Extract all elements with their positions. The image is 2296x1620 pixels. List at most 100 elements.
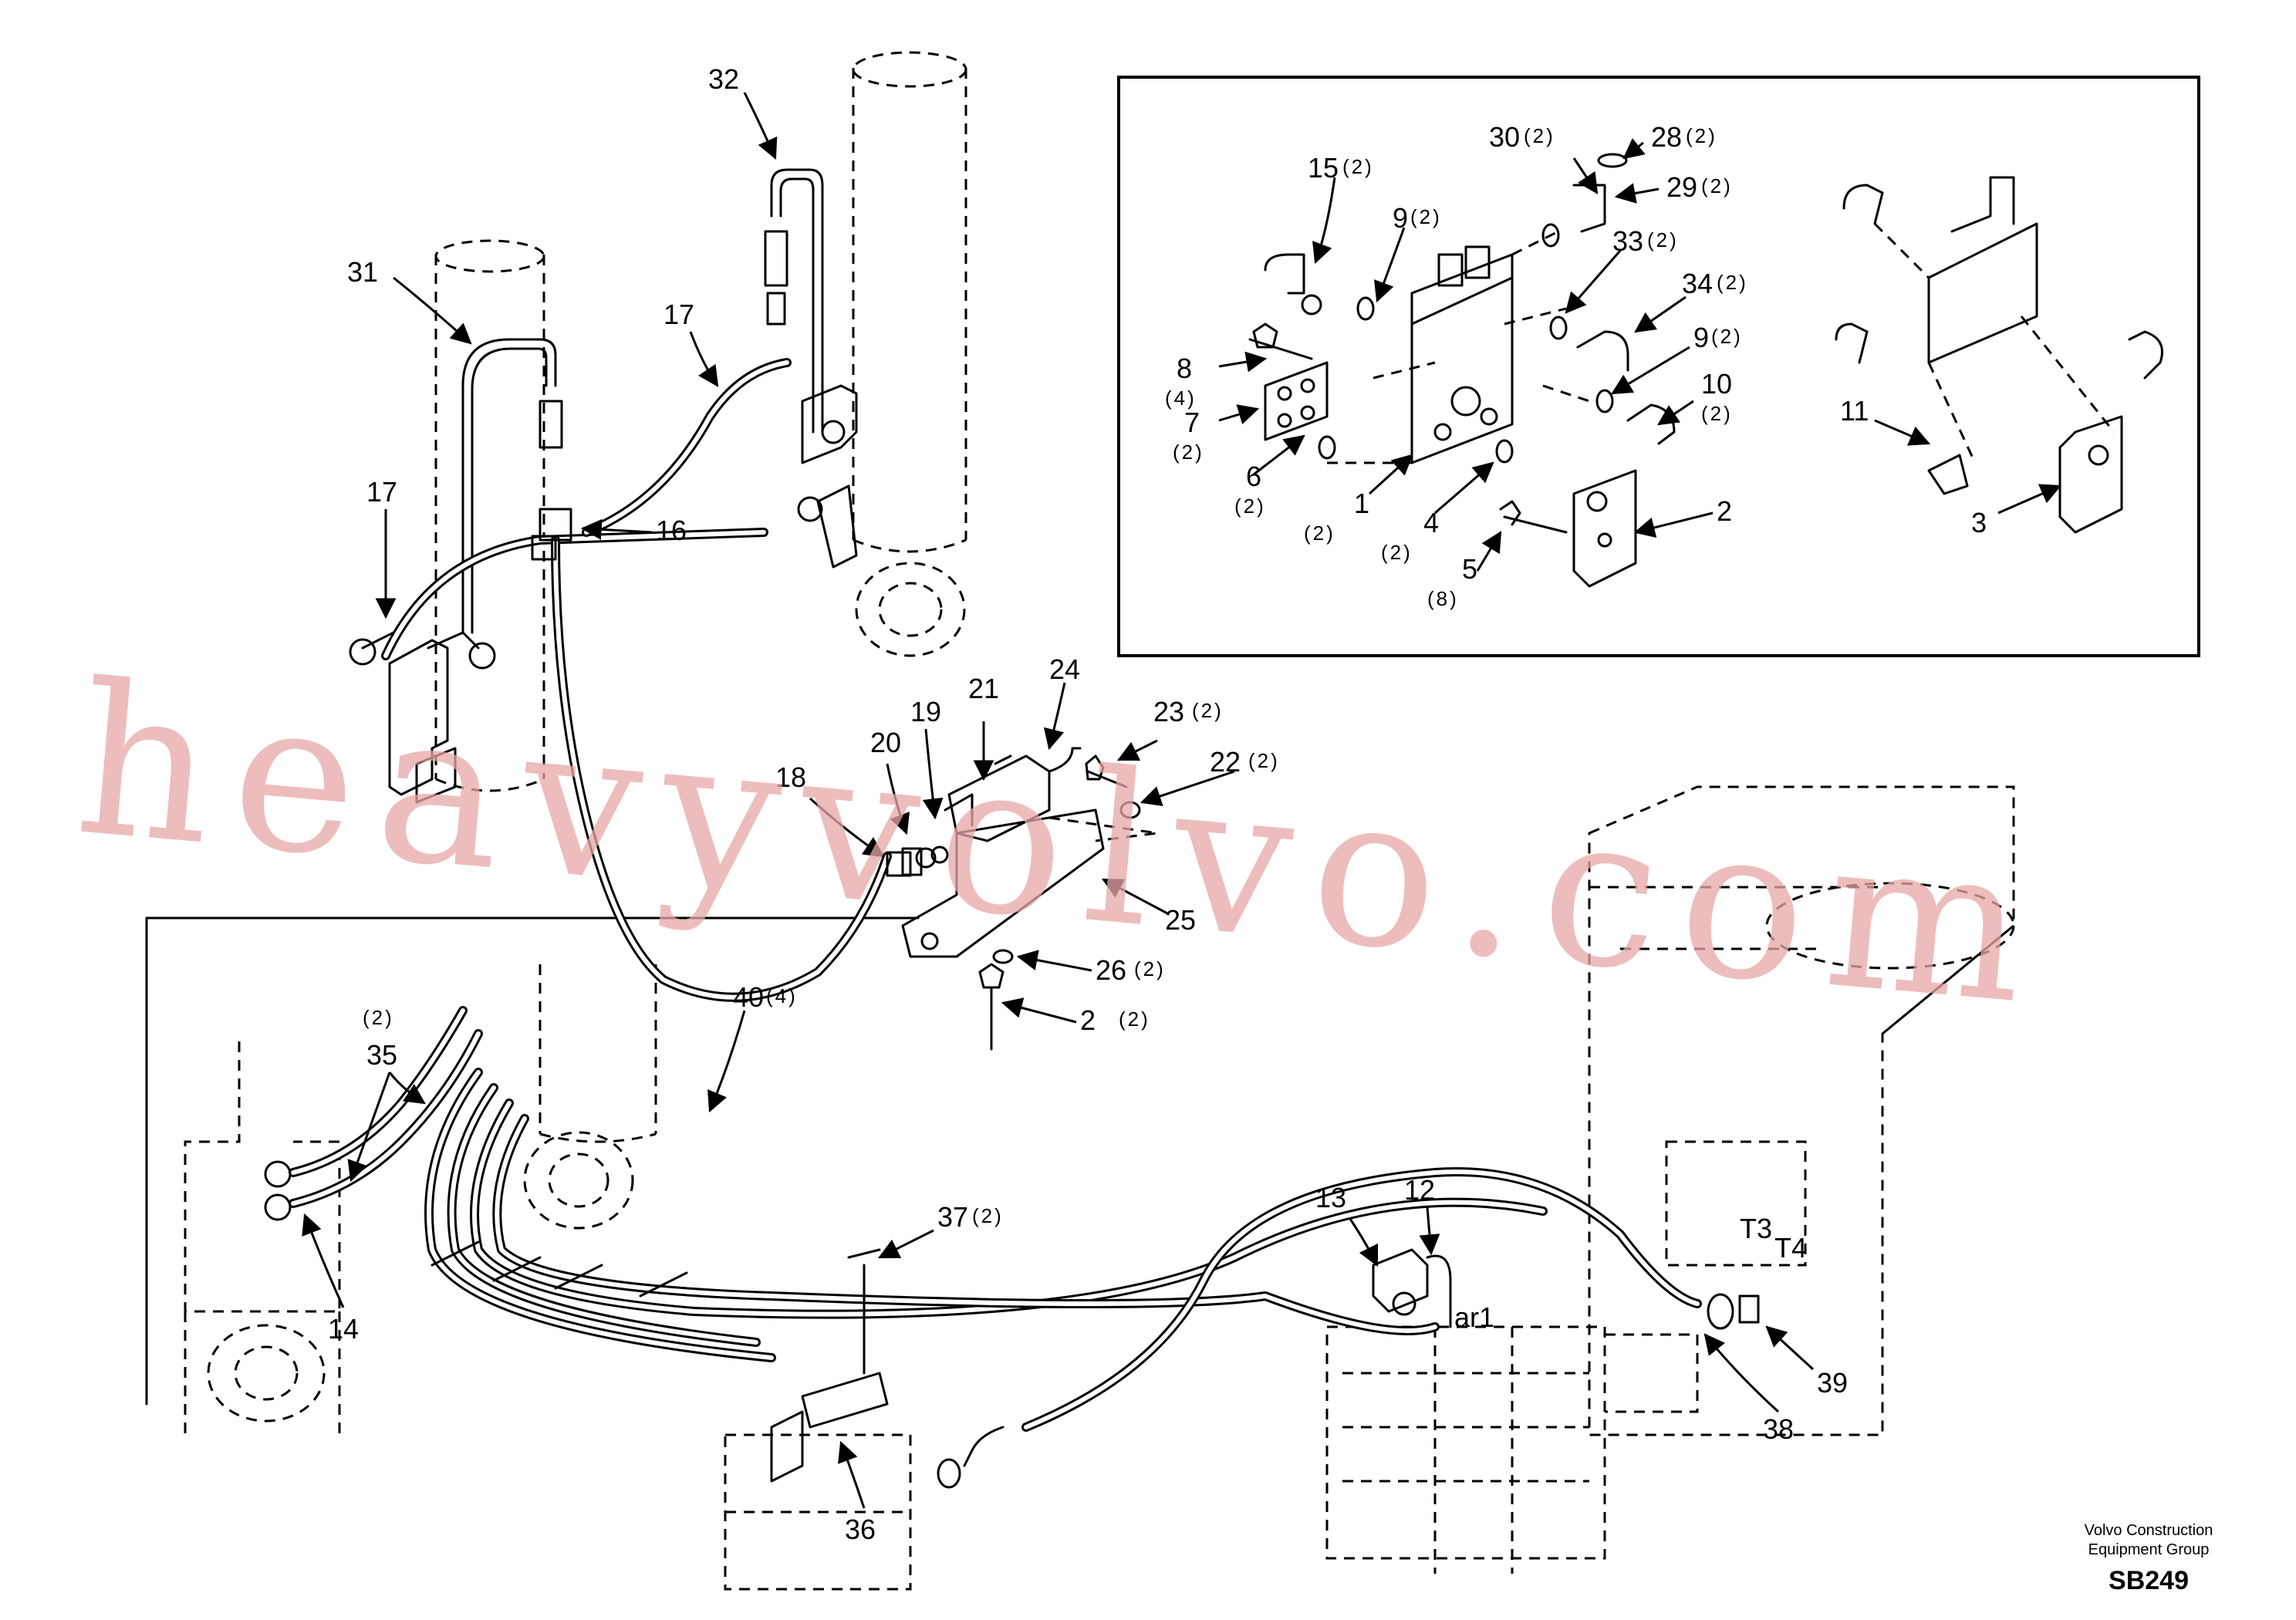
valve-body-3 <box>1835 176 2163 534</box>
drawing-code: SB249 <box>2109 1566 2189 1595</box>
detail-box <box>1117 76 2200 657</box>
credit-line-1: Volvo Construction <box>2085 1522 2213 1539</box>
lower-bracket-block <box>724 1433 912 1591</box>
cab-outline <box>1588 785 2015 1436</box>
port-t4: T4 <box>1774 1232 1807 1264</box>
tee-fitting-16 <box>531 508 572 561</box>
callout-7-qty: (2) <box>1173 440 1204 464</box>
callout-34: 34 <box>1682 268 1713 299</box>
callout-35: 35 <box>366 1039 397 1071</box>
detail-dashes <box>1327 222 2115 464</box>
control-valve-block <box>1325 1140 1807 1574</box>
callout-13: 13 <box>1315 1182 1346 1213</box>
callout-21: 21 <box>968 673 999 704</box>
port-t3: T3 <box>1740 1213 1772 1244</box>
credit-block: Volvo Construction Equipment Group SB249 <box>2085 1522 2213 1595</box>
callout-2: 2 <box>1717 495 1732 527</box>
valve-body-1 <box>1410 245 1514 464</box>
callout-23: 23 <box>1153 696 1184 727</box>
callout-12: 12 <box>1404 1174 1435 1206</box>
bracket-25 <box>901 808 1158 958</box>
hoses-40 <box>424 1068 1548 1362</box>
callout-27: 2 <box>1080 1004 1096 1036</box>
callout-6-qty: (2) <box>1234 494 1266 518</box>
callout-30: 30 <box>1489 121 1520 153</box>
callout-29-qty: (2) <box>1701 174 1733 197</box>
credit-line-2: Equipment Group <box>2088 1541 2210 1558</box>
callout-31: 31 <box>347 256 378 288</box>
callout-20: 20 <box>870 727 901 758</box>
fittings-12-13 <box>1372 1248 1452 1328</box>
hose-17-16 <box>381 358 892 1002</box>
cover-plate-2 <box>1499 469 1637 588</box>
callout-18: 18 <box>775 761 806 793</box>
hoses-35 <box>264 1006 483 1221</box>
callout-28-qty: (2) <box>1686 124 1717 147</box>
callout-9: 9 <box>1693 322 1709 353</box>
callout-26-qty: (2) <box>1134 957 1166 980</box>
callout-16: 16 <box>656 515 687 546</box>
callout-22-qty: (2) <box>1248 749 1280 772</box>
lower-cylinder <box>523 964 657 1230</box>
callout-8-qty: (4) <box>1165 386 1197 410</box>
port-ar1: ar1 <box>1454 1301 1494 1333</box>
callout-11: 11 <box>1840 395 1869 427</box>
boom-cylinder-left <box>434 239 545 792</box>
pipe-32 <box>764 168 824 434</box>
callout-9: 9 <box>1393 202 1408 234</box>
callout-30-qty: (2) <box>1524 124 1555 147</box>
callout-19: 19 <box>910 696 941 727</box>
callout-40: 40 <box>733 981 764 1013</box>
callout-7: 7 <box>1184 407 1200 438</box>
callout-15: 15 <box>1308 152 1339 184</box>
boom-cylinder-right <box>852 51 967 657</box>
callout-9-qty: (2) <box>1410 205 1442 228</box>
callout-35-qty: (2) <box>363 1006 394 1029</box>
callout-6: 6 <box>1246 461 1261 492</box>
callout-22: 22 <box>1210 746 1241 778</box>
callout-labels: 32 31 17 17 16 24 21 19 20 18 23 (2) 22 … <box>328 63 1987 1545</box>
callout-33: 33 <box>1612 225 1643 257</box>
callout-27-qty: (2) <box>1119 1007 1150 1031</box>
callout-25: 25 <box>1165 904 1196 936</box>
callout-34-qty: (2) <box>1717 271 1748 294</box>
callout-17: 17 <box>366 476 397 508</box>
callout-15-qty: (2) <box>1342 155 1374 178</box>
callout-1-qty: (2) <box>1304 521 1335 545</box>
callout-4: 4 <box>1423 507 1439 538</box>
pilot-valve-left <box>349 631 496 804</box>
callout-40-qty: (4) <box>766 984 798 1007</box>
port-labels: T3 T4 ar1 <box>1454 1213 1807 1333</box>
callout-39: 39 <box>1817 1367 1848 1399</box>
elbow-fittings <box>1264 153 1676 464</box>
screw-22-23-26-27 <box>978 754 1141 1051</box>
callout-23-qty: (2) <box>1192 699 1224 722</box>
machine-frame <box>145 916 920 1406</box>
adapter-plate-7 <box>1264 361 1329 441</box>
fittings-18-20-19 <box>886 845 949 877</box>
callout-29: 29 <box>1666 171 1697 203</box>
callout-37-qty: (2) <box>972 1204 1004 1227</box>
callout-10: 10 <box>1701 368 1732 400</box>
watermark: heavyvolvo.com <box>69 638 2057 1052</box>
callout-28: 28 <box>1651 121 1682 153</box>
callout-24: 24 <box>1049 653 1080 685</box>
callout-8: 8 <box>1177 353 1192 384</box>
pipe-31 <box>461 338 563 634</box>
callout-33-qty: (2) <box>1647 228 1679 251</box>
callout-36: 36 <box>845 1514 876 1545</box>
callout-5: 5 <box>1462 553 1477 585</box>
leader-arrows <box>302 92 2062 1509</box>
left-frame <box>184 1041 341 1435</box>
hose-38 <box>937 1167 1760 1489</box>
callout-3: 3 <box>1971 507 1987 538</box>
screw-8 <box>1248 322 1313 360</box>
callout-17: 17 <box>663 299 694 330</box>
callout-9-qty: (2) <box>1711 325 1743 348</box>
callout-37: 37 <box>937 1201 968 1233</box>
callout-4-qty: (2) <box>1381 541 1413 564</box>
callout-1: 1 <box>1354 488 1369 519</box>
callout-26: 26 <box>1096 954 1126 986</box>
callout-32: 32 <box>708 63 739 95</box>
